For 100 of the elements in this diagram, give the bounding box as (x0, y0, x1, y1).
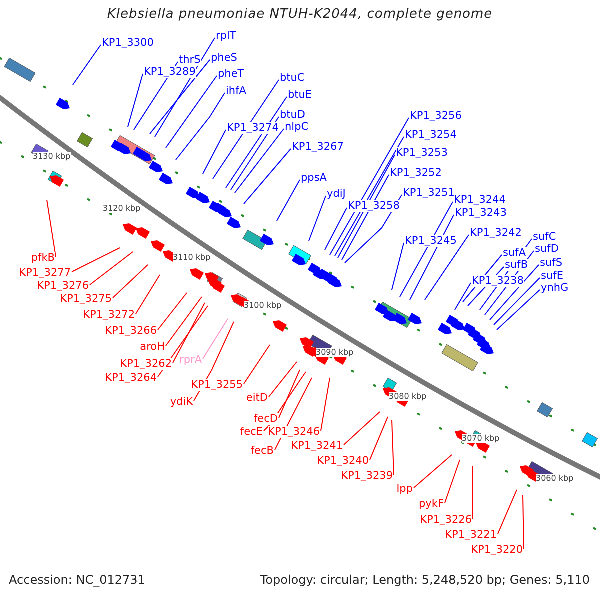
gene-label: btuE (288, 89, 312, 101)
scale-label: 3060 kbp (536, 474, 574, 484)
gene-label: sufB (505, 259, 528, 271)
leader-line (370, 416, 388, 460)
leader-line (136, 274, 160, 314)
gene-label: KP1_3220 (471, 544, 523, 556)
leader-line (494, 278, 540, 326)
gene-label: KP1_3238 (472, 275, 524, 287)
gene-label: pheS (211, 52, 238, 64)
leader-line (472, 466, 474, 520)
gene-label: KP1_3276 (37, 280, 89, 292)
gene-label: KP1_3272 (83, 309, 135, 321)
gene-label: rprA (180, 354, 202, 366)
gene-label: KP1_3245 (405, 235, 457, 247)
leader-line (496, 290, 540, 330)
leader-line (202, 130, 226, 174)
leader-line (72, 44, 102, 86)
gene-label: KP1_3243 (455, 207, 507, 219)
gene-label: KP1_3242 (470, 227, 522, 239)
leader-line (234, 128, 284, 194)
gene-label: KP1_3275 (60, 293, 112, 305)
gene-label: sufA (503, 247, 526, 259)
leader-line (128, 74, 144, 128)
gene-label: fecD (254, 413, 278, 425)
gene-label: ydiJ (327, 188, 346, 200)
leader-line (244, 344, 270, 384)
leader-line (158, 292, 188, 330)
scale-label: 3120 kbp (103, 204, 141, 213)
leader-line (392, 420, 394, 476)
scale-label: 3110 kbp (173, 253, 211, 262)
leader-line (244, 148, 292, 204)
gene-label: sufD (535, 243, 559, 255)
gene-label: KP1_3300 (102, 37, 154, 49)
leader-line (392, 242, 404, 290)
footer-text: Topology: circular; Length: 5,248,520 bp; Genes: 5,110 (260, 574, 590, 586)
leader-line (226, 96, 288, 188)
gene-label: KP1_3258 (348, 200, 400, 212)
leader-line (278, 370, 300, 418)
gene-label: pfkB (31, 252, 55, 264)
leader-line (176, 92, 226, 160)
gene-label: aroH (140, 341, 165, 353)
leader-line (454, 282, 472, 310)
gene-label: KP1_3241 (291, 440, 343, 452)
leader-line (112, 264, 148, 298)
gene-label: KP1_3239 (341, 470, 393, 482)
gene-label: pheT (218, 68, 244, 80)
scale-label: 3130 kbp (33, 152, 71, 161)
gene-label: KP1_3221 (445, 529, 497, 541)
leader-line (498, 490, 518, 534)
gene-label: ynhG (541, 282, 569, 294)
gene-label: ppsA (301, 172, 327, 184)
gene-label: ydiK (170, 396, 193, 408)
leader-line (212, 80, 280, 180)
gene-label: KP1_3262 (120, 358, 172, 370)
scale-label: 3070 kbp (462, 434, 500, 444)
leader-line (400, 202, 454, 298)
leader-line (334, 136, 404, 256)
gene-label: btuC (280, 72, 305, 84)
leader-line (46, 200, 56, 258)
leader-line (324, 208, 348, 250)
gene-label: btuD (280, 109, 306, 121)
gene-label: KP1_3251 (403, 187, 455, 199)
leader-line (276, 180, 300, 222)
gene-label: rplT (216, 30, 236, 42)
leader-line (154, 38, 216, 138)
leader-line (268, 362, 298, 398)
leader-line (166, 76, 218, 148)
gene-label: eitD (246, 392, 268, 404)
gene-label: KP1_3289 (144, 66, 196, 78)
gene-label: KP1_3264 (105, 372, 157, 384)
gene-label: pykF (419, 498, 444, 510)
leader-line (72, 248, 120, 272)
gene-label: KP1_3246 (268, 426, 320, 438)
gene-label: KP1_3267 (292, 141, 344, 153)
gene-label: KP1_3226 (420, 514, 472, 526)
gene-label: fecB (250, 445, 274, 457)
leader-line (172, 302, 206, 364)
leader-line (166, 296, 202, 346)
leader-line (522, 494, 524, 550)
gene-label: KP1_3274 (227, 122, 279, 134)
gene-label: KP1_3254 (405, 129, 457, 141)
leader-line (320, 378, 330, 432)
scale-label: 3080 kbp (389, 392, 427, 402)
gene-label: KP1_3240 (317, 455, 369, 467)
gene-label: KP1_3266 (105, 325, 157, 337)
gene-label: KP1_3252 (390, 167, 442, 179)
gene-label: KP1_3253 (396, 147, 448, 159)
leader-line (414, 454, 452, 488)
footer-text: Accession: NC_012731 (9, 574, 146, 586)
gene-label: thrS (179, 54, 201, 66)
leader-line (444, 460, 460, 504)
leader-line (330, 118, 410, 256)
leader-line (338, 154, 396, 258)
gene-label: lpp (396, 483, 413, 495)
gene-label: KP1_3256 (410, 110, 462, 122)
scale-label: 3100 kbp (244, 301, 282, 310)
leader-line (308, 196, 326, 242)
gene-label: KP1_3277 (19, 267, 71, 279)
gene-label: sufC (533, 231, 556, 243)
gene-label: fecE (240, 426, 263, 438)
